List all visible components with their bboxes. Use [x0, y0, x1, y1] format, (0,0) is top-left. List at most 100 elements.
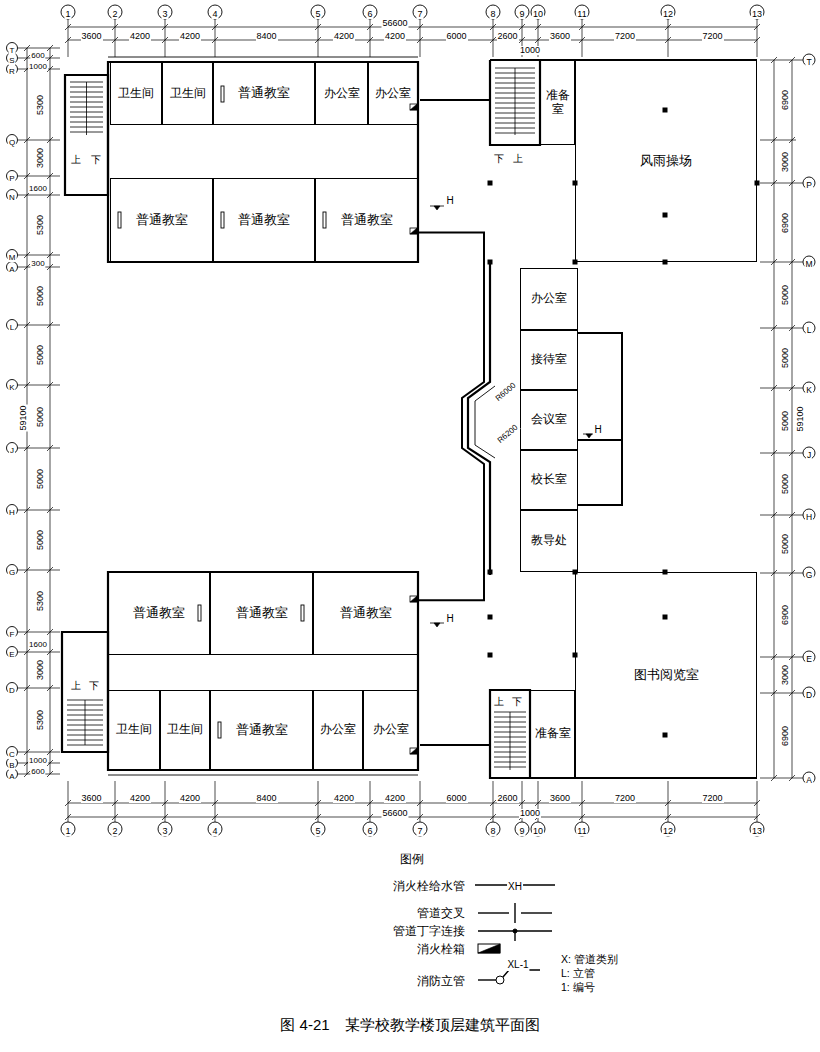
room-box: 准备室: [540, 60, 575, 145]
overall-dimension: 59100: [19, 404, 28, 431]
dimension-line: [318, 19, 319, 57]
dimension-line: [760, 60, 803, 61]
dimension: 8400: [255, 32, 277, 41]
axis-circle: [803, 54, 815, 66]
dimension-line: [162, 24, 168, 30]
dimension: 4200: [333, 32, 355, 41]
room-box: 卫生间: [162, 62, 213, 125]
blackboard: [221, 212, 224, 228]
room-name: 卫生间: [167, 723, 203, 737]
label-anchor: 4200: [333, 26, 355, 42]
axis-letter: G: [805, 571, 814, 580]
label-anchor: 5000: [775, 473, 791, 495]
hydrant-fill: [410, 104, 417, 110]
stair-label: 下: [493, 154, 505, 165]
dimension-line: [493, 781, 494, 822]
dimension-line: [579, 24, 585, 30]
room-name: 普通教室: [236, 606, 288, 621]
axis-letter: E: [805, 655, 813, 664]
label-anchor: 下: [90, 150, 102, 166]
wall-line: [108, 775, 418, 776]
hydrant-box: [410, 104, 417, 110]
dimension-line: [68, 817, 757, 818]
dimension-line: [579, 814, 585, 820]
room-box: 普通教室: [313, 572, 418, 655]
room-box: 普通教室: [210, 572, 313, 655]
label-anchor: J: [806, 445, 812, 461]
axis-letter: B: [8, 762, 15, 770]
axis-number: 12: [662, 827, 674, 836]
dimension: 4200: [384, 32, 406, 41]
axis-number: 5: [314, 827, 321, 836]
room-name: 卫生间: [118, 87, 154, 101]
blackboard: [198, 605, 201, 621]
dimension-line: [65, 24, 71, 30]
axis-circle: [208, 822, 222, 836]
legend-sample: [478, 944, 500, 953]
label-anchor: 12: [662, 4, 674, 20]
axis-letter: P: [8, 175, 15, 183]
label-anchor: 6000: [445, 788, 467, 804]
elevation-mark: [434, 623, 440, 627]
label-anchor: A: [8, 259, 15, 275]
label-anchor: 6900: [775, 604, 791, 626]
hydrant-fill: [410, 748, 417, 754]
label-anchor: 5300: [30, 93, 46, 115]
label-anchor: L: 立管: [560, 964, 596, 980]
dimension-line: [367, 814, 373, 820]
axis-letter: H: [8, 509, 16, 517]
axis-circle: [486, 5, 500, 19]
label-anchor: H: [805, 507, 813, 523]
room-name: 卫生间: [170, 87, 206, 101]
dimension: 5000: [781, 284, 790, 306]
dimension: 5300: [36, 93, 45, 115]
axis-circle: [515, 822, 529, 836]
room-name: 准备室: [535, 727, 571, 741]
dimension-line: [760, 453, 803, 454]
legend-sample: [521, 912, 552, 913]
axis-number: 5: [314, 10, 321, 19]
label-anchor: 管道丁字连接: [392, 922, 466, 938]
axis-number: 2: [111, 10, 118, 19]
label-anchor: C: [8, 744, 16, 760]
axis-letter: S: [8, 57, 15, 65]
dimension: 600: [30, 768, 45, 776]
label-anchor: D: [805, 685, 813, 701]
dimension-line: [490, 800, 496, 806]
dimension-line: [212, 800, 218, 806]
axis-letter: M: [804, 260, 813, 269]
room-box: 办公室: [520, 268, 578, 330]
dimension-line: [665, 800, 671, 806]
label-anchor: 图例: [399, 850, 425, 866]
dimension-line: [417, 800, 423, 806]
dimension-line: [760, 388, 803, 389]
label-anchor: 3: [161, 4, 168, 20]
room-name: 风雨操场: [640, 154, 692, 169]
dimension-line: [535, 24, 541, 30]
dimension-line: [18, 752, 61, 753]
label-anchor: 2: [111, 821, 118, 837]
dimension-line: [754, 24, 760, 30]
dimension: 5300: [36, 709, 45, 731]
label-anchor: 7200: [614, 788, 636, 804]
dimension: 4200: [333, 794, 355, 803]
hydrant-box: [410, 596, 417, 602]
label-anchor: J: [9, 440, 15, 456]
dimension-line: [162, 814, 168, 820]
room-box: 卫生间: [110, 62, 162, 125]
label-anchor: 1600: [28, 178, 48, 194]
dimension-line: [18, 510, 61, 511]
elevation-label: H: [445, 614, 454, 625]
label-anchor: 上: [70, 676, 82, 692]
axis-circle: [803, 382, 815, 394]
label-anchor: 7200: [614, 26, 636, 42]
axis-circle: [531, 822, 545, 836]
axis-letter: L: [9, 324, 15, 332]
label-anchor: 消火栓给水管: [392, 877, 466, 893]
label-anchor: 6: [366, 4, 373, 20]
dimension-line: [212, 24, 218, 30]
stair-label: 上: [70, 155, 82, 166]
dimension-line: [212, 37, 218, 43]
axis-circle: [108, 822, 122, 836]
dimension: 3600: [549, 794, 571, 803]
